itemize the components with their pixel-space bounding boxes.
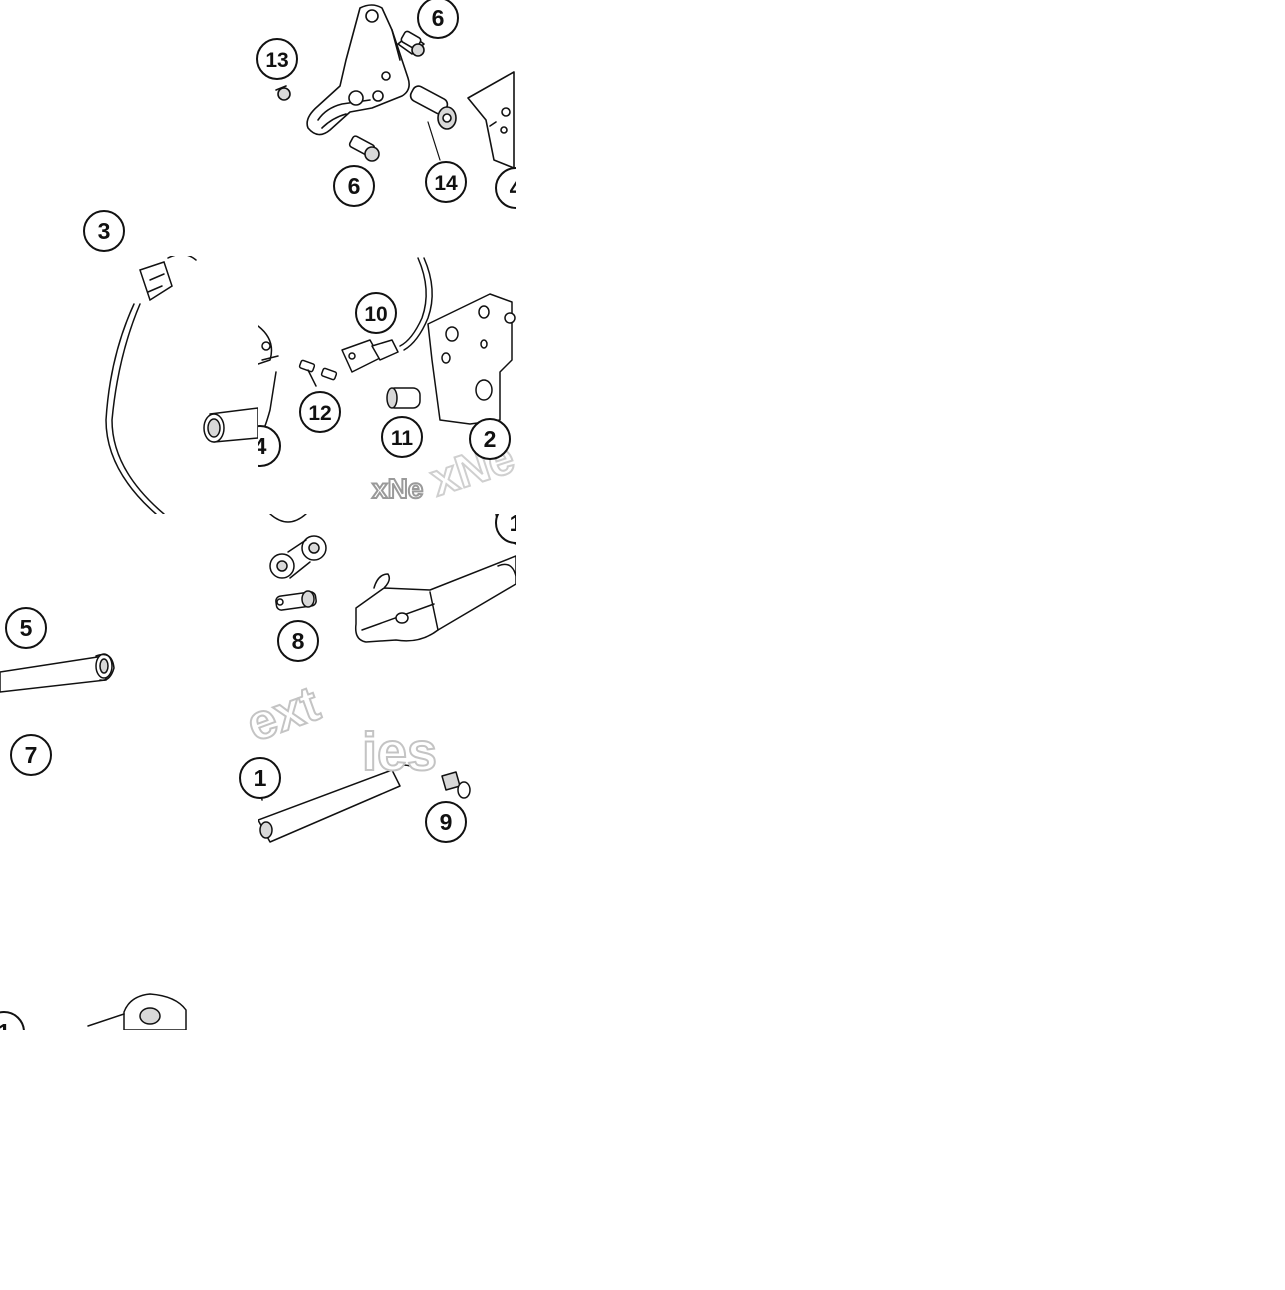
callout-number: 7: [25, 742, 38, 768]
callout-2: 2: [469, 418, 511, 460]
callout-number: 12: [308, 402, 331, 425]
callout-circle: [425, 801, 467, 843]
callout-1: 1: [0, 1011, 25, 1045]
callout-circle: [256, 38, 298, 80]
callout-3: 3: [83, 210, 125, 252]
callout-12: 12: [299, 391, 341, 433]
stand-spring-rod-5: [0, 653, 115, 693]
callout-number: 2: [484, 426, 497, 452]
screw-12a: [298, 359, 317, 387]
callout-number: 6: [348, 173, 361, 199]
watermark-text-2: xNe: [372, 473, 423, 504]
callout-number: 1: [510, 510, 523, 536]
callout-circle: [5, 607, 47, 649]
callout-6: 6: [417, 0, 459, 39]
callout-circle: [355, 292, 397, 334]
cable-connector: [139, 256, 197, 302]
bolt-8: [275, 590, 317, 611]
callout-circle: [495, 167, 516, 209]
callout-number: 8: [292, 628, 305, 654]
pivot-bolt-14: [409, 85, 457, 130]
callout-circle: [417, 0, 459, 39]
callout-number: 4: [254, 433, 267, 459]
callout-7: 7: [10, 734, 52, 776]
callout-10: 10: [355, 292, 397, 334]
callout-1: 1: [239, 757, 281, 799]
watermark-text-4: ies: [362, 722, 437, 782]
callout-number: 9: [440, 809, 453, 835]
screw-12b: [320, 367, 338, 381]
callout-1: 1: [495, 510, 523, 544]
callout-circle: [83, 210, 125, 252]
callout-number: 6: [432, 5, 445, 31]
callout-circle: [469, 418, 511, 460]
side-stand-bracket: [306, 4, 410, 136]
watermark-text-3: ext: [239, 675, 326, 752]
callout-number: 11: [391, 427, 414, 450]
callout-circle: [425, 161, 467, 203]
bolt-9: [441, 771, 471, 799]
callout-circle: [333, 165, 375, 207]
stand-foot-fragment: [87, 993, 187, 1030]
bolt-6-upper: [397, 30, 425, 57]
callout-number: 4: [510, 175, 523, 201]
sidestand-switch-10: [341, 339, 399, 373]
callout-number: 5: [20, 615, 33, 641]
callout-number: 10: [364, 303, 387, 326]
callout-4: 4: [254, 425, 281, 467]
callout-number: 3: [98, 218, 111, 244]
callout-circle: [495, 514, 516, 544]
callout-circle: [10, 734, 52, 776]
callout-5: 5: [5, 607, 47, 649]
callout-number: 1: [254, 765, 267, 791]
callout-11: 11: [381, 416, 423, 458]
sensor-cable-3: [111, 303, 165, 514]
callout-14: 14: [425, 161, 467, 203]
bushing-11: [386, 387, 421, 409]
mounting-plate-2: [427, 293, 516, 425]
callout-circle: [277, 620, 319, 662]
callout-number: 1: [0, 1019, 11, 1045]
callout-circle: [299, 391, 341, 433]
washer-pair: [269, 514, 327, 579]
callout-13: 13: [256, 38, 298, 80]
callout-8: 8: [277, 620, 319, 662]
sleeve-4: [203, 407, 258, 443]
callout-4: 4: [495, 167, 523, 209]
callout-circle: [239, 757, 281, 799]
callout-9: 9: [425, 801, 467, 843]
callout-circle: [381, 416, 423, 458]
side-stand-leg: [354, 555, 516, 643]
callout-number: 13: [265, 49, 288, 72]
bolt-6-lower: [348, 135, 380, 162]
callout-number: 14: [434, 172, 458, 195]
callout-circle: [0, 1011, 25, 1030]
side-stand-leg-lower: [258, 764, 421, 843]
screw-13: [275, 85, 291, 101]
callout-circle: [258, 425, 281, 467]
callout-6: 6: [333, 165, 375, 207]
